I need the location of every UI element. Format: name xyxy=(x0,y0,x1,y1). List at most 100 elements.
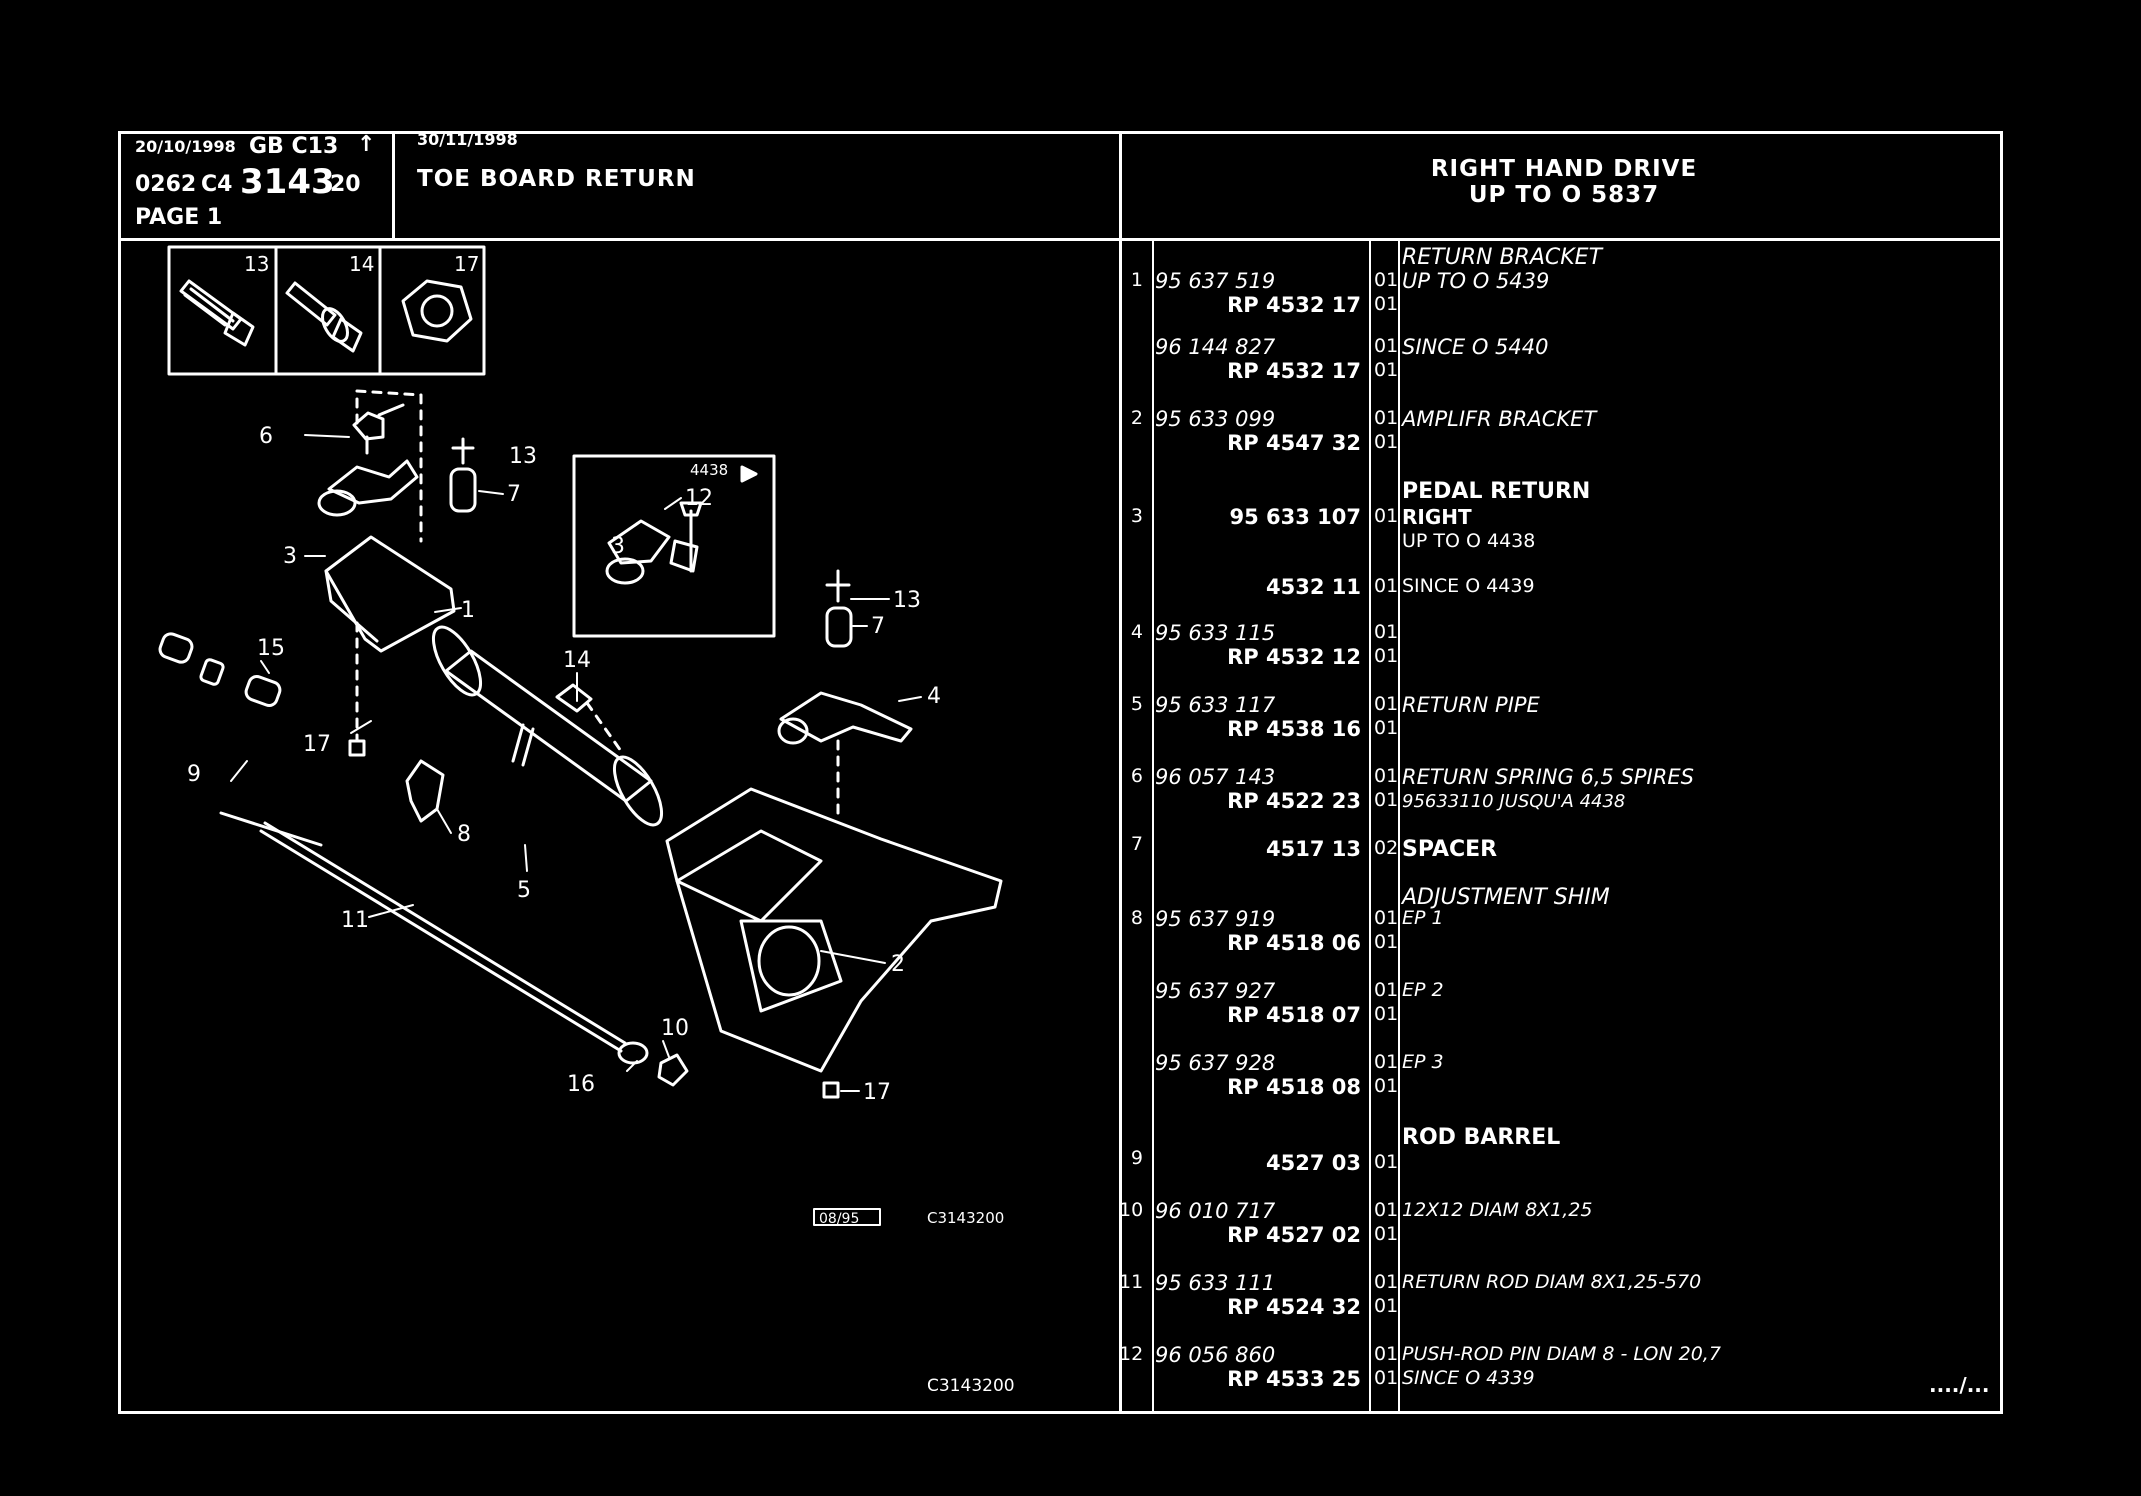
part-qty-2: 01 xyxy=(1374,717,1399,739)
nut-icon xyxy=(401,279,473,343)
table-row: 12 96 056 860 01 PUSH-ROD PIN DIAM 8 - L… xyxy=(1119,1343,2003,1403)
part-index: 6 xyxy=(1130,765,1143,787)
part-qty: 01 xyxy=(1374,979,1399,1001)
part-qty: 01 xyxy=(1374,335,1399,357)
part-heading: ADJUSTMENT SHIM xyxy=(1402,885,1610,910)
part-qty-2: 01 xyxy=(1374,1367,1399,1389)
col-line-2 xyxy=(1369,241,1371,1414)
part-desc-2: UP TO O 5439 xyxy=(1402,269,1550,293)
part-qty: 02 xyxy=(1374,837,1399,859)
part-ref: 95 637 919 xyxy=(1155,907,1276,931)
part-qty-2: 01 xyxy=(1374,1295,1399,1317)
callout-4: 4 xyxy=(927,684,941,709)
header-date-1: 20/10/1998 xyxy=(135,137,236,156)
part-ref: 95 633 115 xyxy=(1155,621,1276,645)
callout-17b: 17 xyxy=(863,1080,891,1105)
part-ref-2: RP 4518 07 xyxy=(1227,1003,1361,1027)
part-qty: 01 xyxy=(1374,907,1399,929)
spacer-pieces-15 xyxy=(158,632,282,707)
callout-6: 6 xyxy=(259,424,273,449)
exploded-drawing: 13 14 17 4438 xyxy=(121,241,1119,1414)
part-qty-2: 01 xyxy=(1374,293,1399,315)
part-ref-2: RP 4524 32 xyxy=(1227,1295,1361,1319)
part-ref: 96 056 860 xyxy=(1155,1343,1276,1367)
part-qty: 01 xyxy=(1374,765,1399,787)
rhd-line-1: RIGHT HAND DRIVE xyxy=(1430,156,1698,182)
part-index: 10 xyxy=(1119,1199,1144,1221)
callout-2: 2 xyxy=(891,952,905,977)
pedal-return-part xyxy=(317,389,423,543)
inset-label-17: 17 xyxy=(454,252,479,276)
callout-3b: 3 xyxy=(611,534,625,559)
table-row: 6 96 057 143 01 RETURN SPRING 6,5 SPIRES… xyxy=(1119,765,2003,825)
part-desc: AMPLIFR BRACKET xyxy=(1402,407,1597,431)
header-divider-2 xyxy=(1119,134,1122,238)
part-index: 11 xyxy=(1119,1271,1144,1293)
spacer-part-7 xyxy=(449,437,477,513)
header-code-c4: C4 xyxy=(201,172,233,197)
callout-11: 11 xyxy=(341,908,369,933)
part-ref-2: RP 4532 12 xyxy=(1227,645,1361,669)
stamp-date: 08/95 xyxy=(819,1211,859,1227)
part-desc: RIGHT xyxy=(1402,505,1472,529)
part-qty: 01 xyxy=(1374,1343,1399,1365)
part-qty-2: 01 xyxy=(1374,931,1399,953)
callout-15: 15 xyxy=(257,636,285,661)
col-line-1 xyxy=(1152,241,1154,1414)
part-ref-2: RP 4538 16 xyxy=(1227,717,1361,741)
part-desc: RETURN PIPE xyxy=(1402,693,1540,717)
part-qty-2: 01 xyxy=(1374,645,1399,667)
part-desc-2: SINCE O 4339 xyxy=(1402,1367,1535,1389)
part-desc: EP 3 xyxy=(1402,1051,1444,1073)
part-ref: 96 144 827 xyxy=(1155,335,1276,359)
bolt-part-14 xyxy=(555,683,623,753)
continued-marker: ..../... xyxy=(1929,1373,1990,1397)
header-page-label: PAGE 1 xyxy=(135,205,223,230)
table-row: 96 144 827 01 SINCE O 5440 RP 4532 17 01 xyxy=(1119,335,2003,395)
part-ref: 95 633 111 xyxy=(1155,1271,1276,1295)
sheet-header: 20/10/1998 GB C13 ↑ 30/11/1998 0262 C4 3… xyxy=(121,130,2000,241)
part-qty: 01 xyxy=(1374,1051,1399,1073)
part-desc: RETURN ROD DIAM 8X1,25-570 xyxy=(1402,1271,1702,1293)
pedal-return-part-4 xyxy=(777,569,913,823)
part-index: 2 xyxy=(1130,407,1143,429)
callout-8: 8 xyxy=(457,822,471,847)
header-date-2: 30/11/1998 xyxy=(417,130,518,149)
callout-10: 10 xyxy=(661,1016,689,1041)
table-row: 2 95 633 099 01 AMPLIFR BRACKET RP 4547 … xyxy=(1119,407,2003,467)
drawing-ref-code: C3143200 xyxy=(927,1376,1015,1396)
callout-5: 5 xyxy=(517,878,531,903)
stamp-code: C3143200 xyxy=(927,1209,1004,1227)
table-row: 10 96 010 717 01 12X12 DIAM 8X1,25 RP 45… xyxy=(1119,1199,2003,1259)
part-desc-3: SINCE O 4439 xyxy=(1402,575,1535,597)
part-desc: 12X12 DIAM 8X1,25 xyxy=(1402,1199,1593,1221)
parts-table: RETURN BRACKET 1 95 637 519 01 UP TO O 5… xyxy=(1119,241,2003,1414)
header-code-main: 3143 xyxy=(240,162,335,202)
bolt-washer-icon xyxy=(285,281,363,353)
callout-16: 16 xyxy=(567,1072,595,1097)
part-ref-2: RP 4532 17 xyxy=(1227,293,1361,317)
callout-13b: 13 xyxy=(893,588,921,613)
inset-label-13: 13 xyxy=(244,252,269,276)
part-desc: RETURN BRACKET xyxy=(1402,245,1603,270)
part-index: 9 xyxy=(1130,1147,1143,1169)
fastener-inset xyxy=(167,245,486,376)
part-heading: ROD BARREL xyxy=(1402,1125,1561,1150)
part-qty: 01 xyxy=(1374,269,1399,291)
part-ref-2: RP 4518 08 xyxy=(1227,1075,1361,1099)
header-up-arrow-icon: ↑ xyxy=(357,132,376,157)
callout-numbers: 1 2 3 3 4 5 6 7 7 8 9 10 11 12 13 13 14 … xyxy=(187,424,941,1105)
bolt-icon xyxy=(179,279,255,347)
part-ref: 95 633 117 xyxy=(1155,693,1276,717)
part-desc-2: 95633110 JUSQU'A 4438 xyxy=(1402,791,1626,812)
callout-12: 12 xyxy=(685,486,713,511)
part-index: 3 xyxy=(1130,505,1143,527)
callout-7: 7 xyxy=(507,482,521,507)
callout-14: 14 xyxy=(563,648,591,673)
part-desc-2: UP TO O 4438 xyxy=(1402,530,1536,552)
table-row: 7 4517 13 02 SPACER xyxy=(1119,833,2003,897)
part-index: 7 xyxy=(1130,833,1143,855)
inset-label-14: 14 xyxy=(349,252,374,276)
header-code-prefix: 0262 xyxy=(135,172,197,197)
table-row: RETURN BRACKET 1 95 637 519 01 UP TO O 5… xyxy=(1119,245,2003,317)
